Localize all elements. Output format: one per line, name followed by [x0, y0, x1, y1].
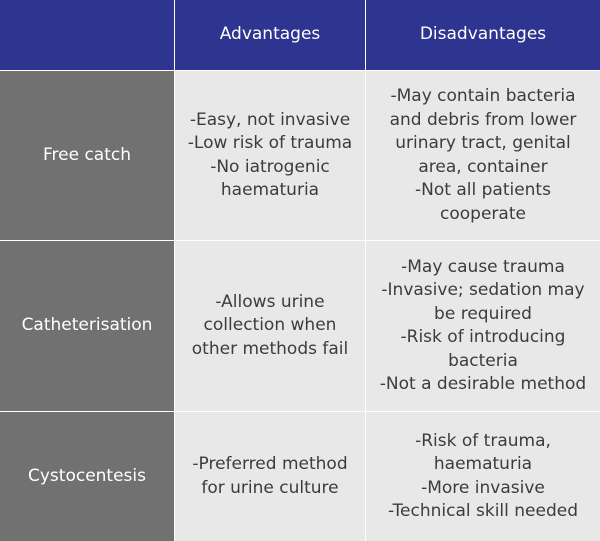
text-line: other methods fail — [191, 338, 349, 359]
cell-advantages-cystocentesis: -Preferred method for urine culture — [174, 411, 365, 541]
text-line: -More invasive — [421, 477, 545, 498]
header-disadvantages: Disadvantages — [365, 0, 600, 70]
cell-disadvantages-free-catch: -May contain bacteria and debris from lo… — [365, 70, 600, 240]
text-line: -Easy, not invasive — [189, 109, 351, 130]
text-line: cooperate — [440, 203, 526, 224]
text-line: area, container — [418, 156, 548, 177]
cell-disadvantages-cystocentesis: -Risk of trauma, haematuria -More invasi… — [365, 411, 600, 541]
text-line: -Preferred method — [192, 454, 348, 474]
text-line: -May contain bacteria — [390, 86, 576, 106]
text-line: bacteria — [448, 350, 518, 371]
text-line: haematuria — [220, 180, 320, 200]
row-method-catheterisation: Catheterisation — [0, 240, 174, 411]
cell-disadvantages-catheterisation: -May cause trauma -Invasive; sedation ma… — [365, 240, 600, 411]
text-line: for urine culture — [201, 477, 339, 498]
header-advantages: Advantages — [174, 0, 365, 70]
text-line: -No iatrogenic — [210, 156, 330, 177]
text-line: urinary tract, genital — [395, 133, 571, 153]
text-line: haematuria — [433, 454, 533, 474]
header-corner — [0, 0, 174, 70]
row-method-cystocentesis: Cystocentesis — [0, 411, 174, 541]
text-line: -Allows urine — [215, 291, 325, 312]
text-line: -Risk of introducing — [400, 327, 566, 347]
text-line: -Technical skill needed — [387, 501, 579, 521]
cell-advantages-catheterisation: -Allows urine collection when other meth… — [174, 240, 365, 411]
cell-advantages-free-catch: -Easy, not invasive -Low risk of trauma … — [174, 70, 365, 240]
text-line: -Invasive; sedation may — [381, 280, 585, 300]
text-line: -Low risk of trauma — [187, 133, 353, 153]
text-line: -Not all patients — [415, 180, 551, 200]
text-line: -Risk of trauma, — [415, 430, 551, 451]
text-line: -Not a desirable method — [379, 374, 587, 394]
text-line: be required — [434, 303, 532, 324]
text-line: and debris from lower — [389, 109, 577, 130]
text-line: collection when — [203, 315, 337, 336]
row-method-free-catch: Free catch — [0, 70, 174, 240]
text-line: -May cause trauma — [401, 256, 565, 277]
